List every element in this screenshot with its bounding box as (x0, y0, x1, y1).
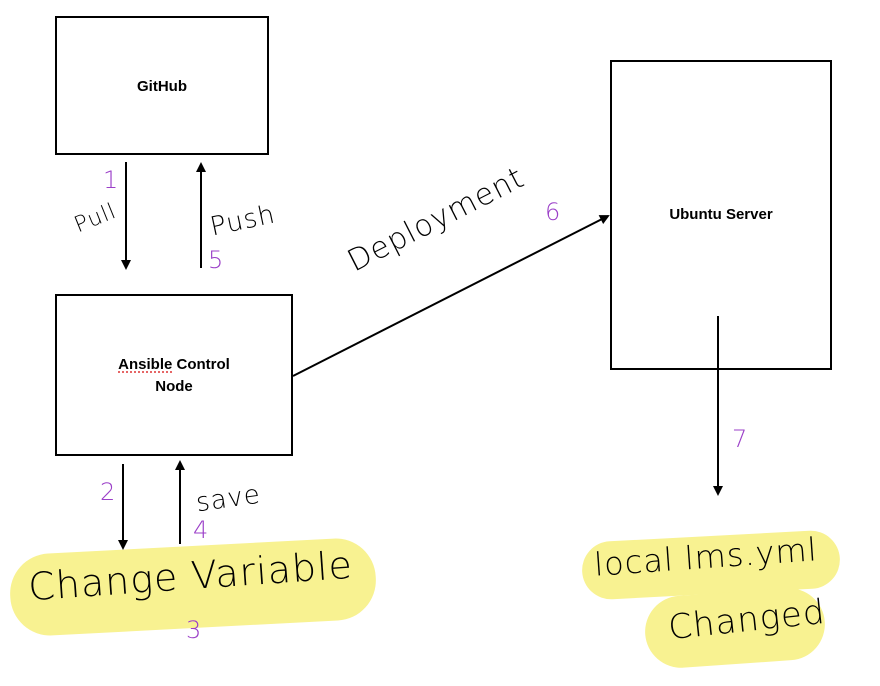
step-4: 4 (193, 516, 209, 544)
deployment-arrow (292, 215, 610, 377)
step-2: 2 (100, 478, 116, 506)
step-6: 6 (545, 198, 561, 226)
github-label: GitHub (137, 78, 187, 95)
ansible-label-line2: Node (155, 378, 193, 395)
github-node: GitHub (55, 16, 269, 155)
ubuntu-label: Ubuntu Server (669, 206, 773, 223)
step-1: 1 (103, 166, 119, 194)
ubuntu-server-node: Ubuntu Server (610, 60, 832, 370)
step-5: 5 (208, 246, 224, 274)
ansible-word: Ansible (118, 356, 173, 373)
ansible-control-node: Ansible Control Node (55, 294, 293, 456)
step-7: 7 (732, 425, 748, 453)
ansible-label-line1: Ansible Control (118, 356, 230, 373)
step-3: 3 (186, 616, 202, 644)
